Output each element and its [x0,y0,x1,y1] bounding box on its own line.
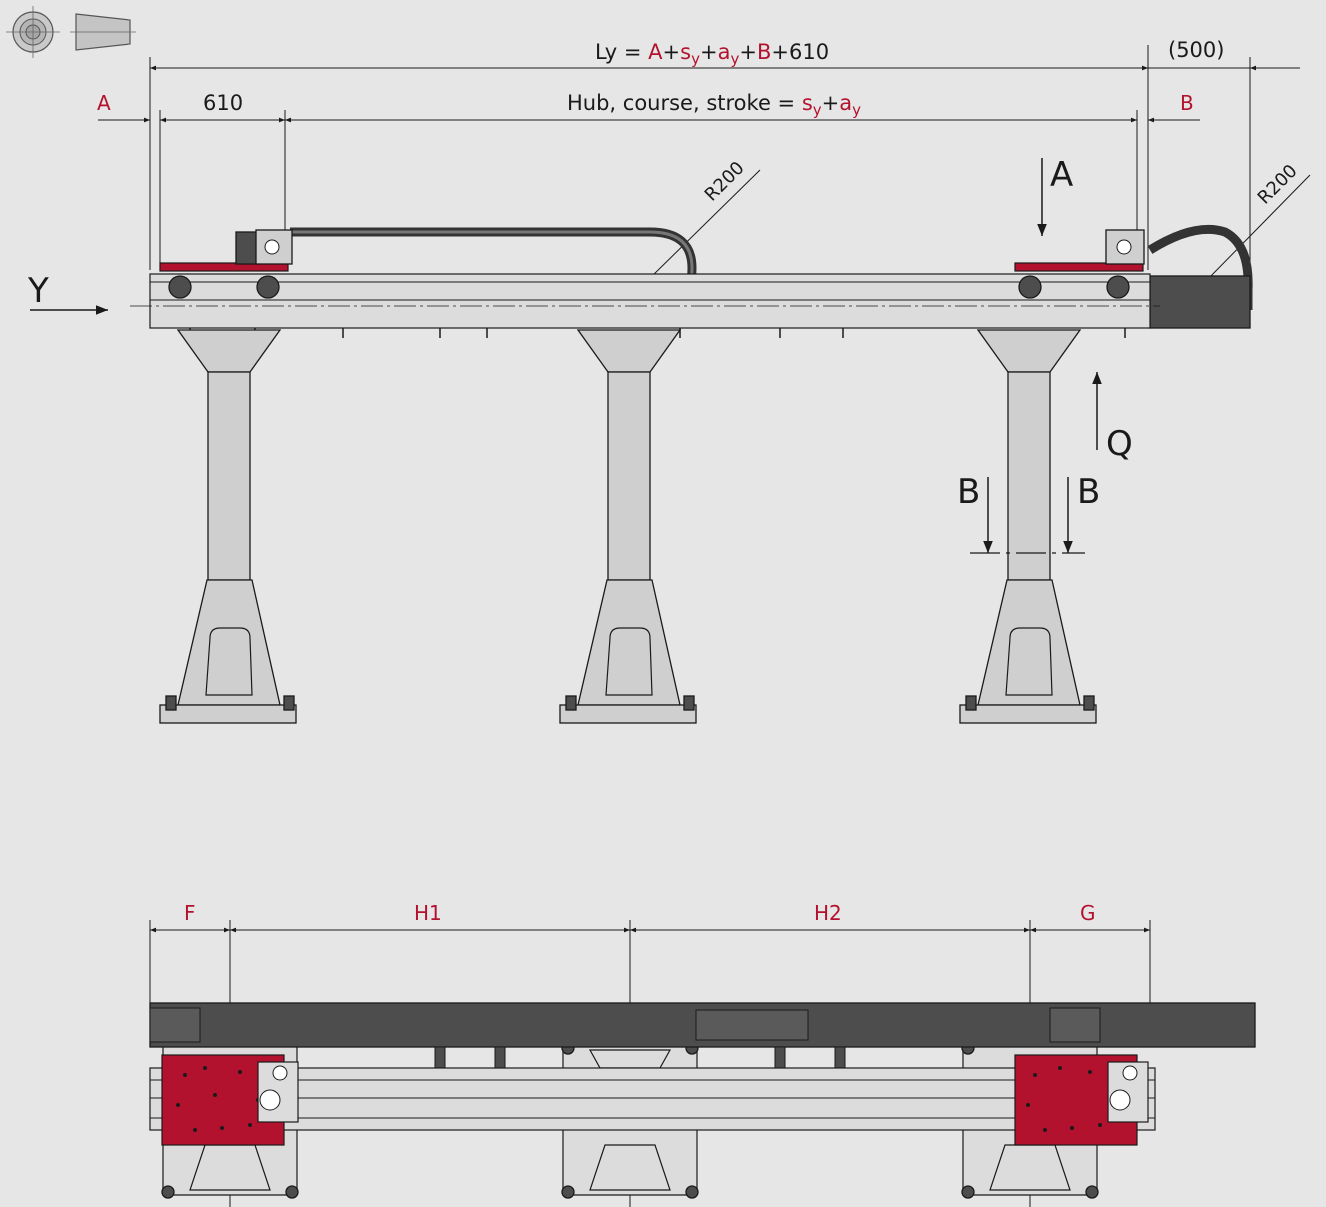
view-a-marker: A [1050,155,1073,195]
support-column-1 [159,329,297,724]
a-offset-label: A [97,91,111,115]
carriage-length-label: 610 [203,91,243,115]
dim-h1-label: H1 [414,901,442,925]
cone-projection-icon [70,13,136,51]
carriage-plate-left [161,1054,299,1146]
y-axis-marker: Y [27,271,49,311]
dim-g-label: G [1080,901,1096,925]
linear-rail [149,1067,1156,1131]
dim-f-label: F [184,901,196,925]
stroke-label: Hub, course, stroke = sy+ay [567,91,861,119]
view-q-marker: Q [1106,424,1133,464]
circle-projection-icon [6,6,60,58]
carriage-right [1014,229,1145,299]
b-offset-label: B [1180,91,1194,115]
carriage-plate-right [1014,1054,1149,1146]
radius-left-label: R200 [701,158,749,206]
projection-symbol [6,6,136,58]
carriage-left [159,229,293,299]
chain-extension-box [1149,275,1251,329]
section-b-left-marker: B [957,472,980,512]
section-b-right-marker: B [1077,472,1100,512]
support-column-3 [959,329,1097,724]
dim-h2-label: H2 [814,901,842,925]
side-view [30,158,1253,724]
y-axis-beam [149,273,1151,329]
top-view [149,1002,1256,1199]
extension-label: (500) [1168,38,1224,62]
radius-right-label: R200 [1254,161,1302,209]
total-length-label: Ly = A+sy+ay+B+610 [595,40,829,68]
support-column-2 [559,329,697,724]
